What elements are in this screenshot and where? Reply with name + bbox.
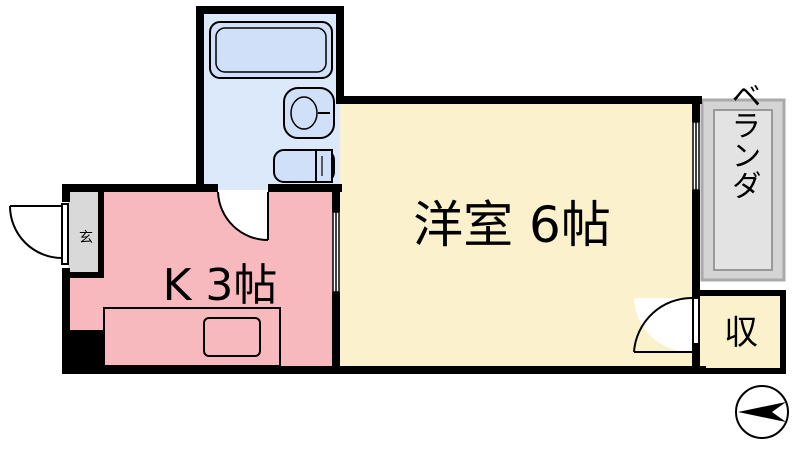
doors [9, 191, 700, 353]
north-arrow-icon [735, 385, 789, 439]
western-room-area [340, 102, 692, 370]
washbasin-bowl [290, 96, 318, 130]
kitchen-label: K 3帖 [163, 260, 278, 311]
storage-area [700, 292, 782, 368]
balcony-inner [713, 109, 773, 271]
kitchen-sink-icon [203, 317, 261, 357]
bathtub-inner [215, 27, 327, 73]
western-room-label: 洋室 6帖 [413, 196, 611, 254]
sliding-doors [332, 121, 700, 293]
entrance-label: 玄 [79, 229, 93, 246]
storage-label: 収 [724, 313, 758, 353]
balcony-label: ベランダ [726, 80, 761, 200]
walls [62, 6, 786, 374]
fridge-space [68, 330, 104, 370]
